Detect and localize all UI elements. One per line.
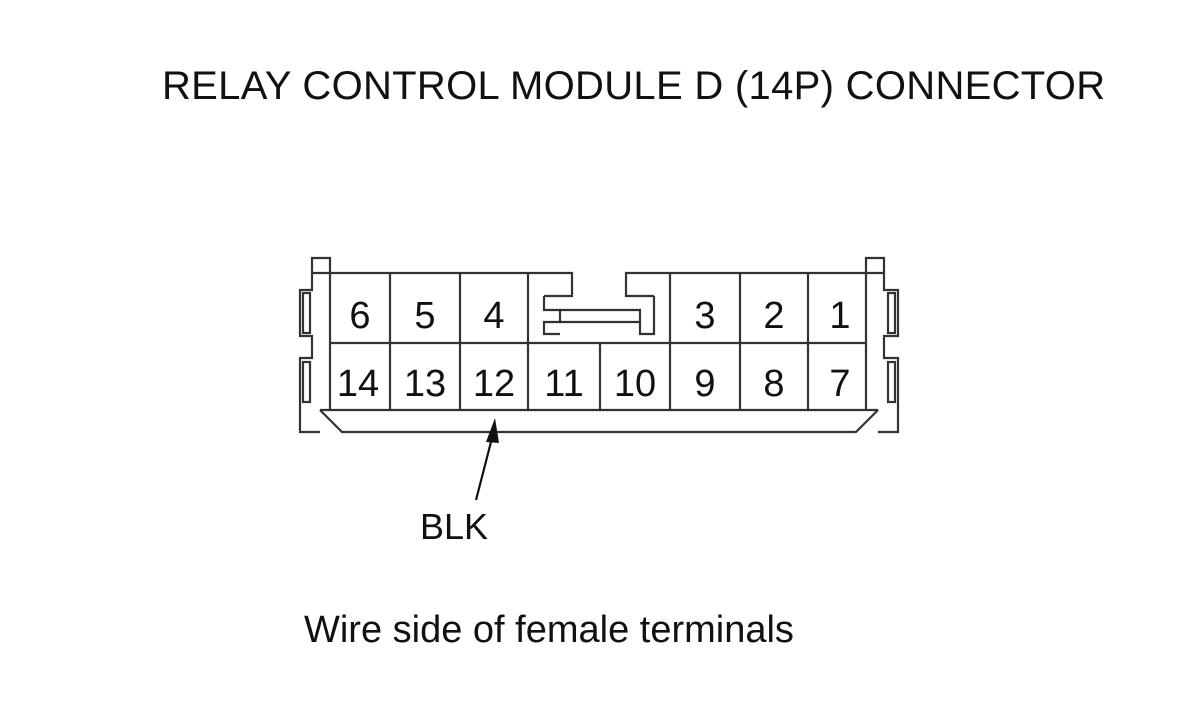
pin-label: 3 [694,295,715,337]
pin-label: 11 [544,363,583,405]
callout-arrow-line [474,437,494,501]
pin-label: 7 [829,363,850,405]
connector-housing [298,256,900,434]
callout-arrowhead [486,418,499,443]
key-slot-center [560,308,642,324]
top-row-pins: 6 5 4 3 2 1 [349,295,850,337]
pin-label: 6 [349,295,370,337]
housing-top-edge-left [312,271,574,298]
diagram-title: RELAY CONTROL MODULE D (14P) CONNECTOR [162,64,1106,108]
pin-label: 9 [694,363,715,405]
pin-label: 2 [763,295,784,337]
pin-label: 5 [414,295,435,337]
key-slot-left [542,296,562,336]
right-slot-top [886,291,897,335]
right-latch-tab [864,256,886,273]
left-slot-top [301,291,312,335]
left-latch-tab [310,256,332,273]
housing-outline-left [298,273,320,434]
right-slot-bottom [886,360,897,404]
key-slot-right [638,296,656,336]
diagram-caption: Wire side of female terminals [304,609,794,651]
pin-label: 12 [473,363,515,405]
wire-callout: BLK [420,418,499,547]
pin-label: 10 [614,363,656,405]
pin-label: 1 [829,295,850,337]
pin-label: 14 [337,363,379,405]
wire-color-label: BLK [420,506,488,547]
pin-label: 4 [483,295,504,337]
housing-top-edge-right [624,271,884,298]
pin-label: 8 [763,363,784,405]
left-slot-bottom [301,360,312,404]
housing-outline-right [878,273,900,434]
pin-label: 13 [404,363,446,405]
bottom-row-pins: 14 13 12 11 10 9 8 7 [337,363,851,405]
housing-bottom-skirt [319,409,879,434]
